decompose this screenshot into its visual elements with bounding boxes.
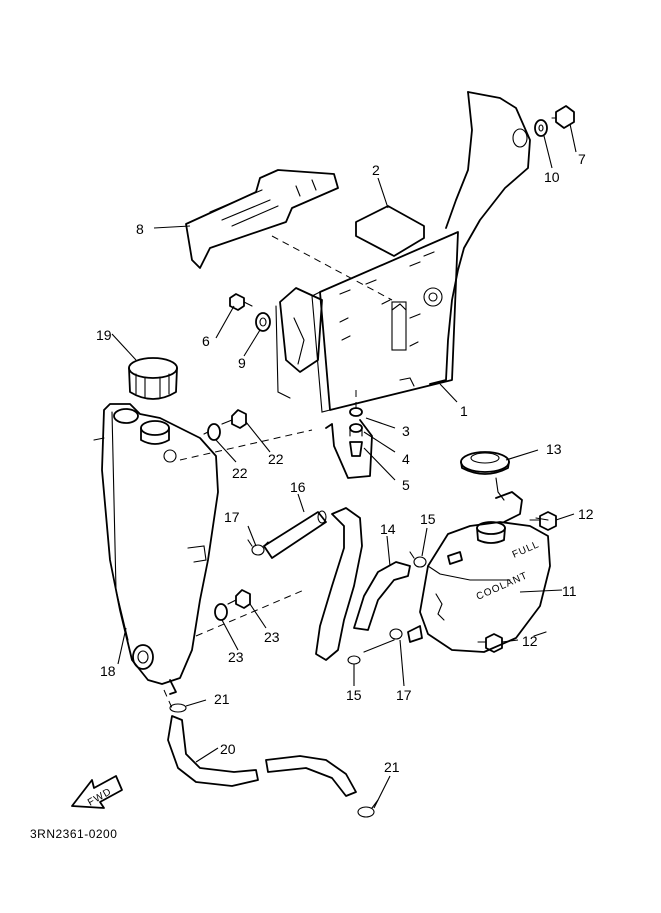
pad-part-2 (355, 205, 425, 257)
radiator-cap-part-19 (128, 357, 178, 400)
clip-part-17-lower (363, 628, 403, 653)
callout-leader-lines (111, 123, 577, 809)
hose-part-20 (167, 715, 357, 797)
bolt-part-7 (551, 105, 575, 129)
callout-number: 19 (96, 327, 112, 343)
callout-number: 10 (544, 169, 560, 185)
reservoir-cap-part-13 (460, 451, 510, 501)
hose-curved-overflow (315, 507, 363, 661)
drawing-code: 3RN2361-0200 (30, 827, 117, 841)
callout-number: 17 (224, 509, 240, 525)
reservoir-full-mark: FULL (511, 539, 541, 561)
bolt-part-23-upper (221, 409, 247, 429)
coolant-reservoir-part-11 (407, 491, 551, 653)
clip-part-21-lower (357, 799, 379, 818)
callout-number: 23 (228, 649, 244, 665)
callout-number: 12 (522, 633, 538, 649)
guard-part-8 (185, 169, 339, 269)
clamp-part-5 (325, 419, 373, 479)
hose-part-16 (263, 510, 327, 559)
bolt-part-6 (229, 293, 253, 311)
callout-number: 3 (402, 423, 410, 439)
callout-number: 5 (402, 477, 410, 493)
callout-number: 15 (346, 687, 362, 703)
hose-part-14 (353, 561, 411, 631)
clip-part-21-upper (169, 703, 187, 713)
callout-number: 20 (220, 741, 236, 757)
clip-part-17-upper (247, 539, 269, 556)
radiator-part-18 (93, 403, 219, 695)
callout-number: 22 (232, 465, 248, 481)
collar-part-22-lower (214, 603, 228, 621)
callout-number: 6 (202, 333, 210, 349)
clip-part-15-upper (409, 551, 427, 568)
callout-number: 8 (136, 221, 144, 237)
grommet-part-9 (255, 312, 271, 332)
washer-part-10 (534, 119, 548, 137)
callout-number: 12 (578, 506, 594, 522)
callout-number: 13 (546, 441, 562, 457)
callout-number: 21 (384, 759, 400, 775)
callout-number: 2 (372, 162, 380, 178)
callout-number: 7 (578, 151, 586, 167)
bolt-part-12-upper (529, 511, 557, 531)
callout-number: 14 (380, 521, 396, 537)
bolt-part-12-lower (477, 633, 503, 653)
callout-number: 17 (396, 687, 412, 703)
callout-number: 1 (460, 403, 468, 419)
bolt-part-23-lower (227, 589, 251, 609)
clip-part-15-lower (347, 655, 361, 665)
callout-number: 22 (268, 451, 284, 467)
radiator-bracket-part-1 (275, 91, 531, 413)
forward-direction-arrow-icon (71, 775, 123, 809)
callout-number: 18 (100, 663, 116, 679)
callout-number: 11 (562, 583, 577, 599)
callout-number: 9 (238, 355, 246, 371)
callout-number: 23 (264, 629, 280, 645)
grommet-part-3 (349, 407, 363, 417)
callout-number: 21 (214, 691, 230, 707)
forward-direction-label: FWD (86, 786, 114, 808)
callout-numbers: 1 2 3 4 5 6 7 8 9 10 11 12 12 13 14 15 1… (96, 151, 594, 775)
alignment-lines (163, 235, 393, 709)
collar-part-4 (349, 423, 363, 437)
collar-part-22-upper (203, 423, 221, 441)
callout-number: 4 (402, 451, 410, 467)
callout-number: 15 (420, 511, 436, 527)
reservoir-coolant-mark: COOLANT (475, 570, 530, 603)
callout-number: 16 (290, 479, 306, 495)
